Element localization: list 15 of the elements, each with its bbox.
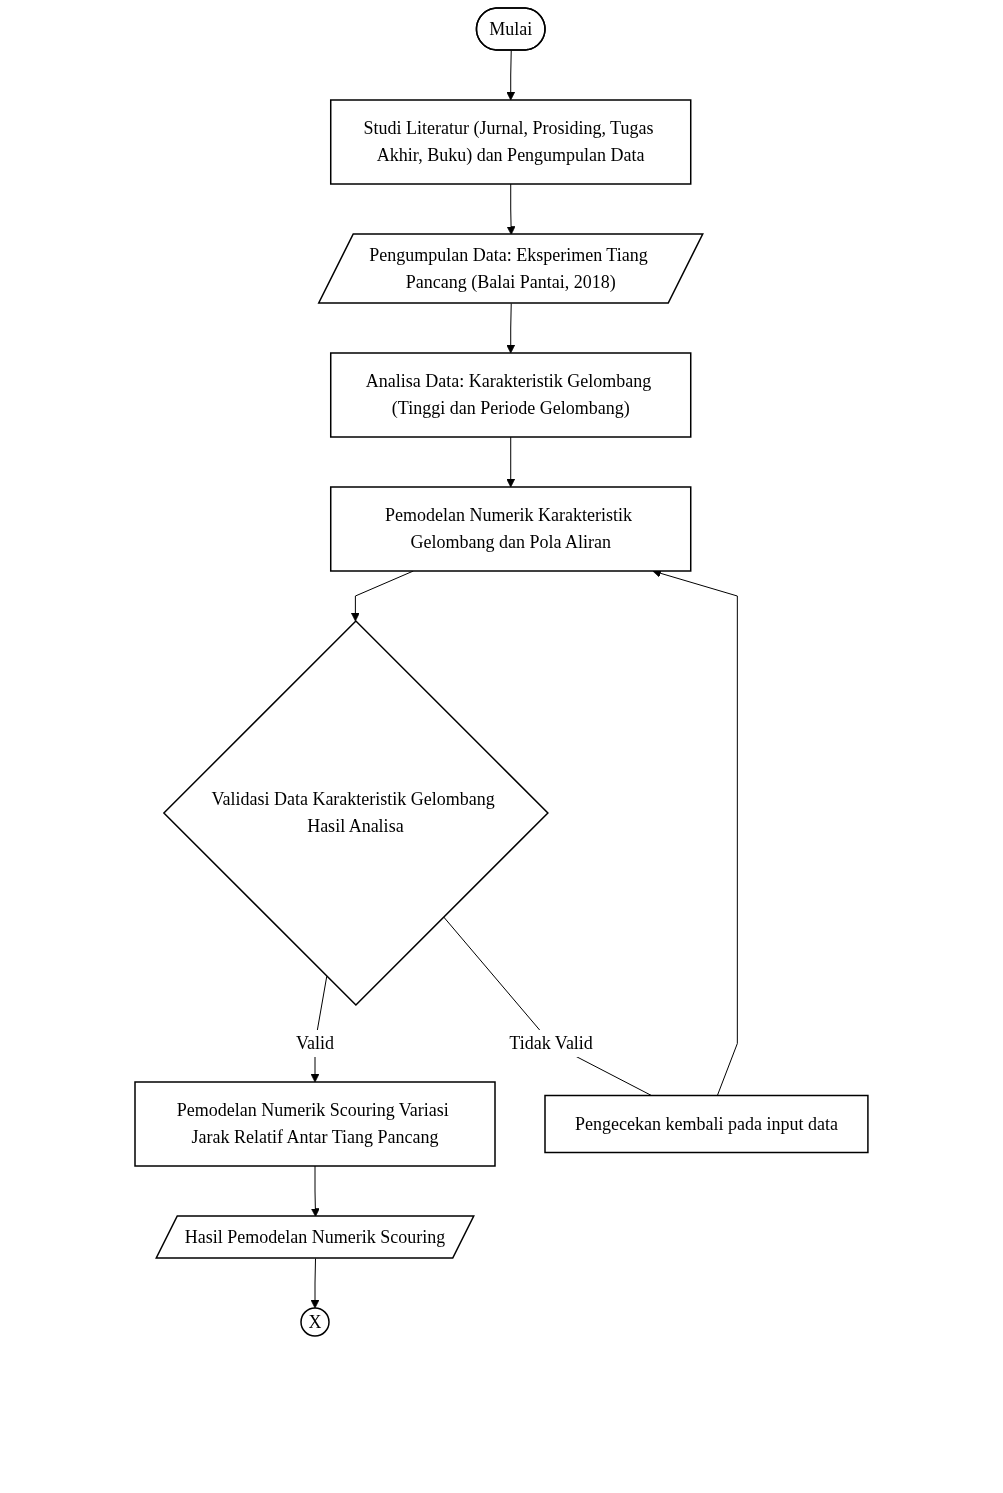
- node-box: Analisa Data: Karakteristik Gelombang (Tinggi dan Periode Gelombang): [330, 352, 692, 438]
- arrow: [506, 50, 516, 101]
- node-box: Pemodelan Numerik Karakteristik Gelombang dan Pola Aliran: [330, 486, 692, 572]
- arrow: [506, 183, 516, 235]
- arrow: [506, 303, 516, 354]
- node-diamond: Validasi Data Karakteristik Gelombang Hasil Analisa: [162, 619, 549, 1007]
- edge-label: Tidak Valid: [509, 1033, 593, 1053]
- node-box: Pengecekan kembali pada input data: [544, 1094, 869, 1154]
- edge-label: Valid: [296, 1033, 335, 1053]
- arrow: [506, 436, 516, 488]
- arrow: [311, 1165, 320, 1217]
- connector: [443, 916, 652, 1096]
- node-box: Studi Literatur (Jurnal, Prosiding, Tugas Akhir, Buku) dan Pengumpulan Data: [330, 99, 692, 185]
- node-circle: X: [300, 1307, 330, 1337]
- node-box: Pemodelan Numerik Scouring Variasi Jarak Relatif Antar Tiang Pancang: [134, 1081, 496, 1167]
